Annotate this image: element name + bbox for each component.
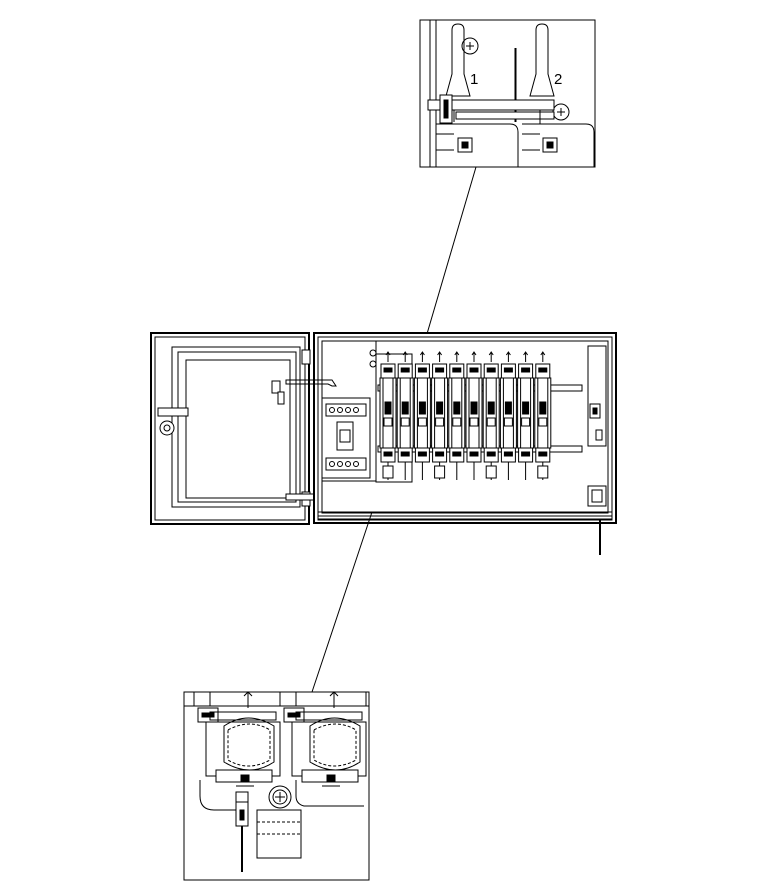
circuit-breaker	[396, 351, 414, 480]
breaker-detail-2	[283, 691, 367, 787]
breaker-row	[379, 351, 552, 480]
breaker-detail-1	[197, 691, 281, 787]
circuit-breaker	[379, 351, 397, 480]
circuit-breaker	[448, 351, 466, 480]
cable-connector	[485, 465, 497, 479]
breaker-body-left	[436, 123, 519, 167]
detail-view-bottom	[183, 691, 370, 881]
circuit-breaker	[465, 351, 483, 480]
circuit-breaker	[517, 351, 535, 480]
busbar-bridge	[427, 94, 555, 124]
detail-view-top: 1 2	[419, 19, 596, 168]
enclosure-door	[150, 332, 331, 525]
screw-icon	[461, 37, 479, 55]
cable-connector	[434, 465, 446, 479]
circuit-breaker	[534, 351, 552, 480]
terminal-module	[321, 397, 371, 479]
door-handle	[157, 407, 189, 436]
screw-icon	[268, 785, 292, 809]
circuit-breaker	[482, 351, 500, 480]
cable-connector	[235, 791, 249, 872]
cable-connector	[382, 465, 394, 479]
cable-lug-2: 2	[529, 23, 562, 97]
callout-2-label: 2	[554, 71, 562, 88]
cable-connector	[537, 465, 549, 479]
breaker-body-right	[522, 123, 595, 167]
circuit-breaker	[499, 351, 517, 480]
detail-leader-line-bottom	[311, 511, 373, 693]
circuit-breaker	[413, 351, 431, 480]
side-terminal	[587, 345, 607, 507]
door-hinge	[301, 349, 311, 365]
terminal-block	[256, 809, 302, 859]
screw-icon	[369, 349, 377, 357]
callout-1-label: 1	[470, 71, 478, 88]
circuit-breaker	[431, 351, 449, 480]
